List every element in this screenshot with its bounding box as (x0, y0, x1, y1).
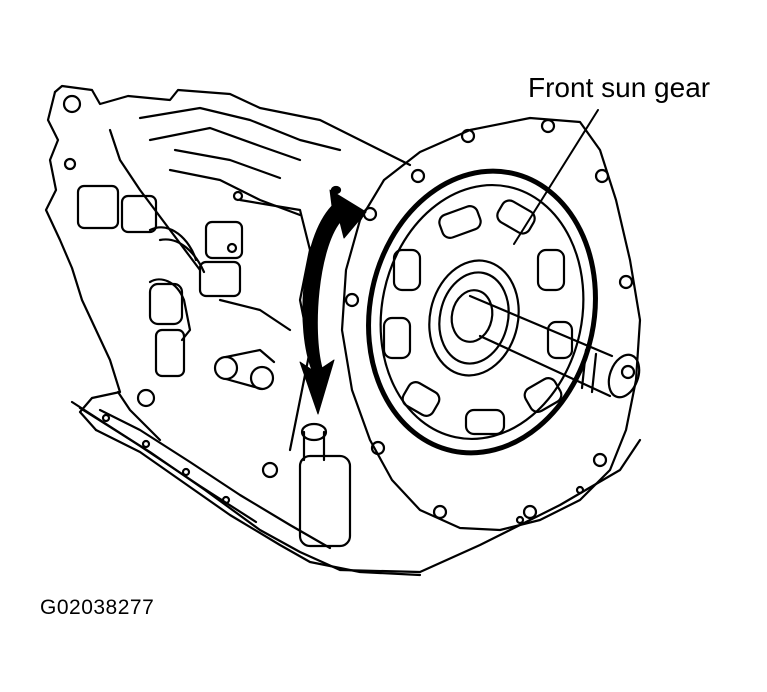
front-sun-gear (428, 259, 641, 399)
figure-id: G02038277 (40, 596, 155, 619)
rotation-arrow (299, 185, 367, 415)
transmission-case (44, 84, 642, 577)
oil-pump-disc (366, 168, 598, 456)
callout-label: Front sun gear (528, 72, 711, 103)
callout-leader-line (513, 109, 599, 245)
converter-housing (340, 116, 642, 532)
